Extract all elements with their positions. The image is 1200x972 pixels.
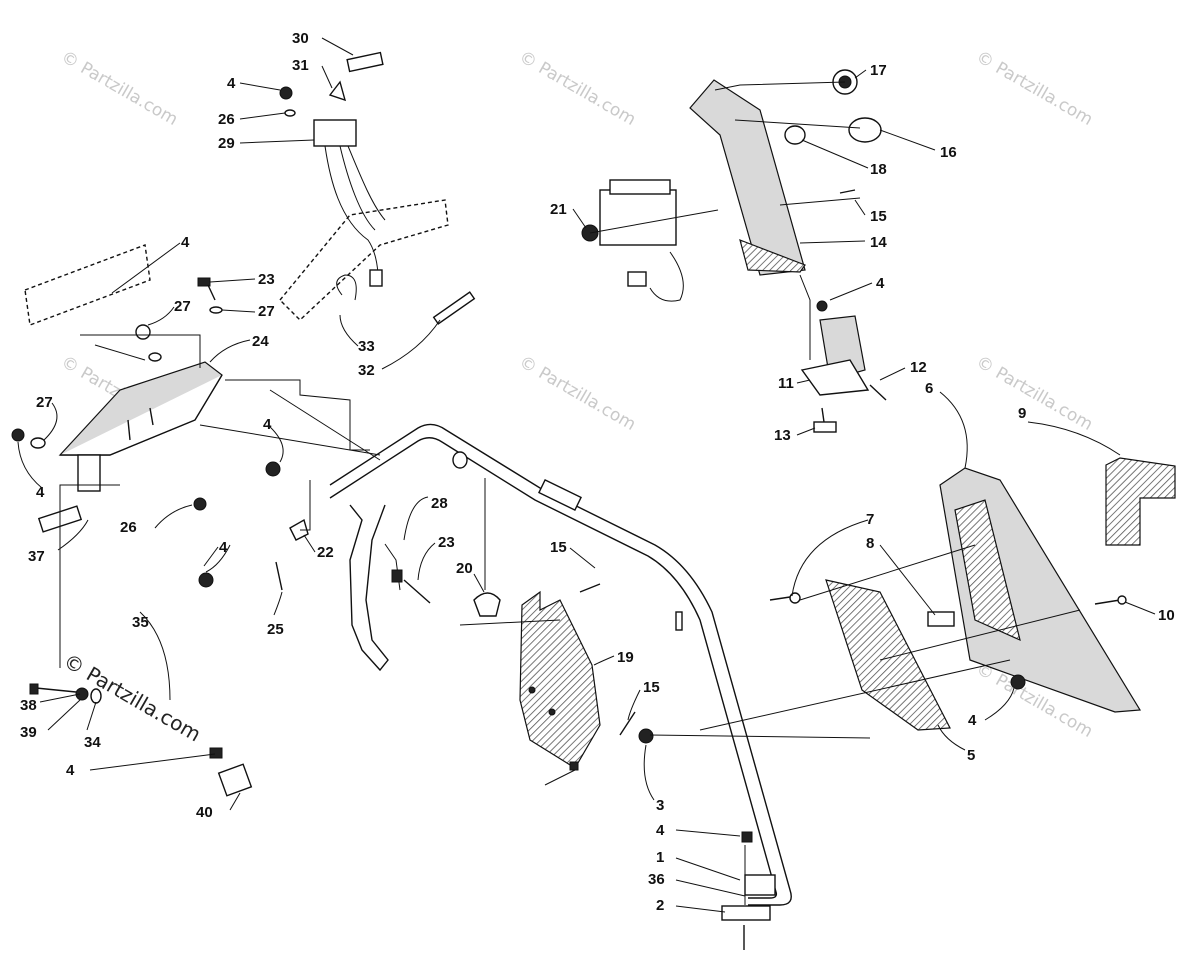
watermark: © Partzilla.com [973, 47, 1097, 130]
side-panel [927, 467, 1142, 713]
callout-18: 18 [870, 161, 887, 178]
callout-4: 4 [36, 484, 45, 501]
callout-8: 8 [866, 535, 874, 552]
callout-15: 15 [550, 539, 567, 556]
callout-31: 31 [292, 57, 309, 74]
callout-labels: 1 2 3 4 4 4 4 4 4 4 4 4 5 6 7 8 9 10 11 … [20, 30, 1175, 914]
callout-4: 4 [656, 822, 665, 839]
callout-11: 11 [778, 375, 794, 392]
callout-39: 39 [20, 724, 37, 741]
callout-1: 1 [656, 849, 664, 866]
callout-3: 3 [656, 797, 664, 814]
callout-21: 21 [550, 201, 567, 218]
callout-20: 20 [456, 560, 473, 577]
watermark: © Partzilla.com [58, 47, 182, 130]
callout-27: 27 [258, 303, 275, 320]
callout-9: 9 [1018, 405, 1026, 422]
callout-28: 28 [431, 495, 448, 512]
callout-32: 32 [358, 362, 375, 379]
callout-4: 4 [66, 762, 75, 779]
callout-2: 2 [656, 897, 664, 914]
callout-5: 5 [967, 747, 975, 764]
wiring-connector [279, 51, 476, 325]
callout-10: 10 [1158, 607, 1175, 624]
callout-27: 27 [174, 298, 191, 315]
mounting-bracket [37, 361, 223, 533]
callout-4: 4 [181, 234, 190, 251]
callout-34: 34 [84, 734, 101, 751]
callout-36: 36 [648, 871, 665, 888]
callout-23: 23 [258, 271, 275, 288]
callout-4: 4 [219, 539, 228, 556]
callout-37: 37 [28, 548, 45, 565]
watermark: © Partzilla.com [516, 47, 640, 130]
callout-16: 16 [940, 144, 957, 161]
callout-7: 7 [866, 511, 874, 528]
callout-17: 17 [870, 62, 887, 79]
callout-25: 25 [267, 621, 284, 638]
lower-hardware [721, 831, 771, 950]
callout-26: 26 [120, 519, 137, 536]
voltage-regulator-bracket [581, 69, 882, 302]
foam-block [1105, 457, 1176, 546]
callout-15: 15 [870, 208, 887, 225]
callout-40: 40 [196, 804, 213, 821]
callout-30: 30 [292, 30, 309, 47]
callout-4: 4 [227, 75, 236, 92]
callout-14: 14 [870, 234, 887, 251]
callout-15: 15 [643, 679, 660, 696]
callout-26: 26 [218, 111, 235, 128]
watermark: © Partzilla.com [516, 352, 640, 435]
callout-35: 35 [132, 614, 149, 631]
callout-29: 29 [218, 135, 235, 152]
mounting-plate [519, 590, 601, 771]
callout-23: 23 [438, 534, 455, 551]
callout-13: 13 [774, 427, 791, 444]
reference-lines [59, 81, 1081, 905]
taillight-housing [24, 199, 449, 326]
callout-33: 33 [358, 338, 375, 355]
callout-leaders [17, 37, 1156, 913]
callout-38: 38 [20, 697, 37, 714]
mount-bracket-right [800, 300, 887, 433]
callout-4: 4 [876, 275, 885, 292]
bolt-assembly [29, 683, 253, 797]
clamp [384, 543, 654, 744]
callout-6: 6 [925, 380, 933, 397]
callout-24: 24 [252, 333, 269, 350]
callout-19: 19 [617, 649, 634, 666]
callout-12: 12 [910, 359, 927, 376]
callout-22: 22 [317, 544, 334, 561]
callout-4: 4 [968, 712, 977, 729]
reflector [769, 579, 1127, 731]
callout-4: 4 [263, 416, 272, 433]
callout-27: 27 [36, 394, 53, 411]
